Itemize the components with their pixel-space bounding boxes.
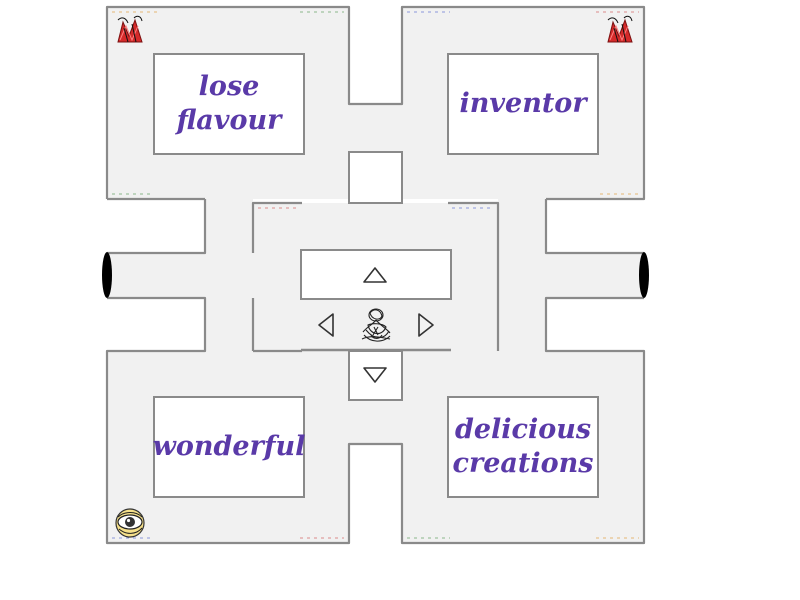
- player-scribble-icon: [361, 308, 391, 342]
- arrow-down-icon: [363, 366, 387, 383]
- move-right-button[interactable]: [406, 302, 446, 347]
- wall-sketch-marks: [112, 11, 639, 539]
- maze-walls: [105, 5, 646, 545]
- ghost-top-right-icon: [607, 15, 633, 43]
- ghost-top-left-icon: [117, 15, 143, 43]
- word-bottom-left: wonderful: [152, 431, 306, 462]
- move-left-button[interactable]: [306, 302, 346, 347]
- eye-token-icon: [115, 508, 145, 538]
- word-top-right: inventor: [459, 88, 587, 119]
- arrow-right-icon: [418, 312, 434, 337]
- maze-blocks: [153, 53, 599, 498]
- right-portal: [639, 252, 649, 298]
- move-up-button[interactable]: [351, 252, 399, 297]
- control-pad: [300, 249, 452, 300]
- move-down-button[interactable]: [351, 352, 399, 397]
- word-top-left: lose flavour: [176, 71, 282, 136]
- left-portal: [102, 252, 112, 298]
- arrow-up-icon: [363, 266, 387, 283]
- word-bottom-right: delicious creations: [452, 414, 594, 479]
- arrow-left-icon: [318, 312, 334, 337]
